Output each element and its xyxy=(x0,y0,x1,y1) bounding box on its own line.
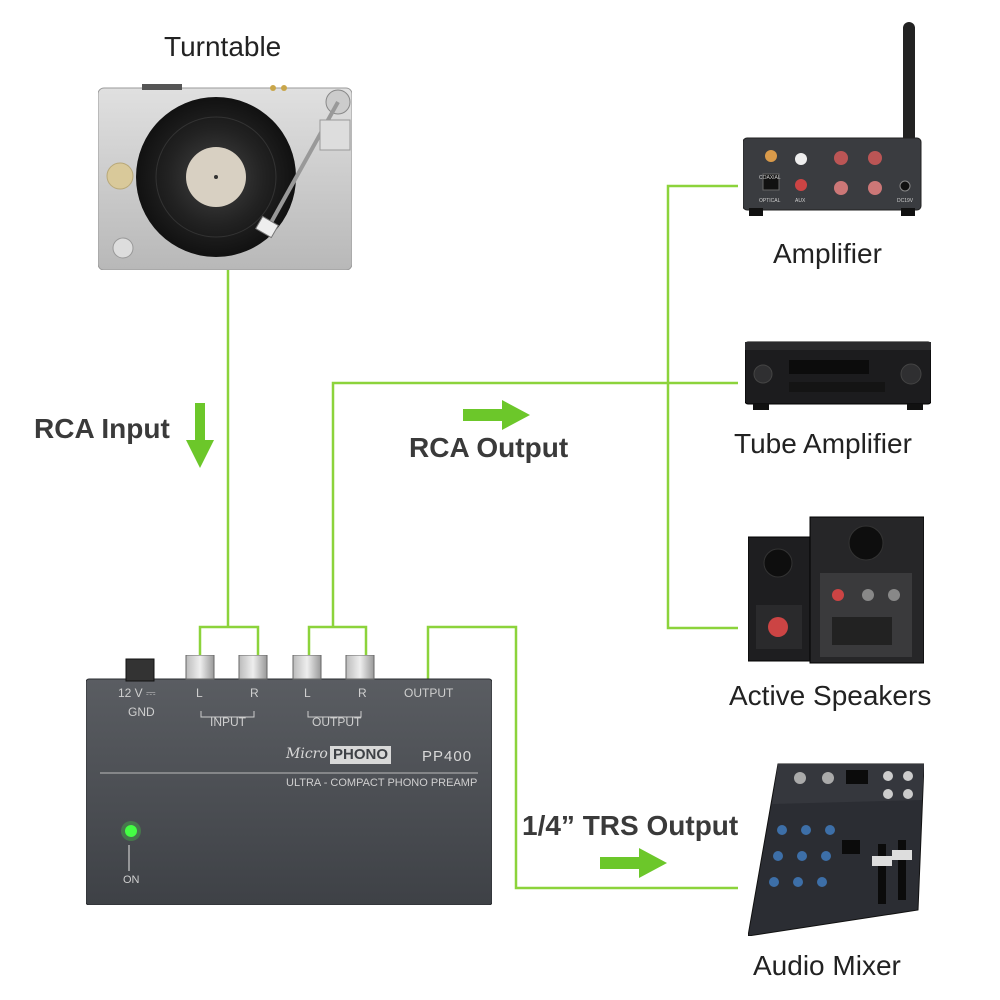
gnd-label: GND xyxy=(128,705,155,719)
output-right-label: R xyxy=(358,686,367,700)
turntable xyxy=(97,80,353,271)
model-number: PP400 xyxy=(422,748,473,765)
power-led xyxy=(125,825,137,837)
wire-rca-output-main xyxy=(331,381,738,627)
tube-amplifier-label: Tube Amplifier xyxy=(734,428,912,459)
brand-phono: PHONO xyxy=(330,746,392,764)
output-group-label: OUTPUT xyxy=(312,715,362,729)
audio-mixer-image xyxy=(747,763,925,937)
input-right-label: R xyxy=(250,686,259,700)
phono-preamp: 12 V ⎓ GND L R INPUT L R OUTPUT OUTPUT M… xyxy=(85,654,493,906)
trs-output-label: 1/4” TRS Output xyxy=(522,810,739,841)
wire-to-speakers xyxy=(666,383,738,630)
wire-to-amplifier xyxy=(666,184,738,383)
output-left-label: L xyxy=(304,686,311,700)
brand-micro: Micro xyxy=(286,746,328,762)
amplifier-image xyxy=(742,22,922,216)
product-subtitle: ULTRA - COMPACT PHONO PREAMP xyxy=(286,777,478,789)
audio-mixer-label: Audio Mixer xyxy=(753,950,901,981)
dc-port-label: DC19V xyxy=(897,198,914,204)
wire-trs-output xyxy=(426,625,738,890)
active-speakers-label: Active Speakers xyxy=(729,680,932,711)
input-group-label: INPUT xyxy=(210,715,246,729)
antenna xyxy=(903,22,915,152)
wire-output-bridge xyxy=(307,625,368,655)
rca-output-label: RCA Output xyxy=(409,432,569,463)
turntable-image xyxy=(97,84,353,271)
preamp-body xyxy=(85,654,493,906)
amplifier: COAXIAL OPTICAL AUX DC19V xyxy=(742,22,923,218)
on-label: ON xyxy=(123,874,140,886)
active-speakers xyxy=(747,513,925,665)
trs-output-jack-label: OUTPUT xyxy=(404,686,454,700)
aux-port-label: AUX xyxy=(795,198,806,204)
rca-input-label: RCA Input xyxy=(34,413,170,444)
coaxial-port-label: COAXIAL xyxy=(759,175,781,181)
turntable-label: Turntable xyxy=(164,31,282,62)
optical-port-label: OPTICAL xyxy=(759,198,781,204)
tube-amplifier xyxy=(744,338,932,412)
power-jack-label: 12 V ⎓ xyxy=(118,686,156,700)
audio-mixer xyxy=(747,760,925,937)
wire-input-bridge xyxy=(198,625,260,655)
tube-amplifier-image xyxy=(744,341,932,410)
active-speakers-image xyxy=(747,516,925,664)
input-left-label: L xyxy=(196,686,203,700)
amplifier-label: Amplifier xyxy=(773,238,882,269)
